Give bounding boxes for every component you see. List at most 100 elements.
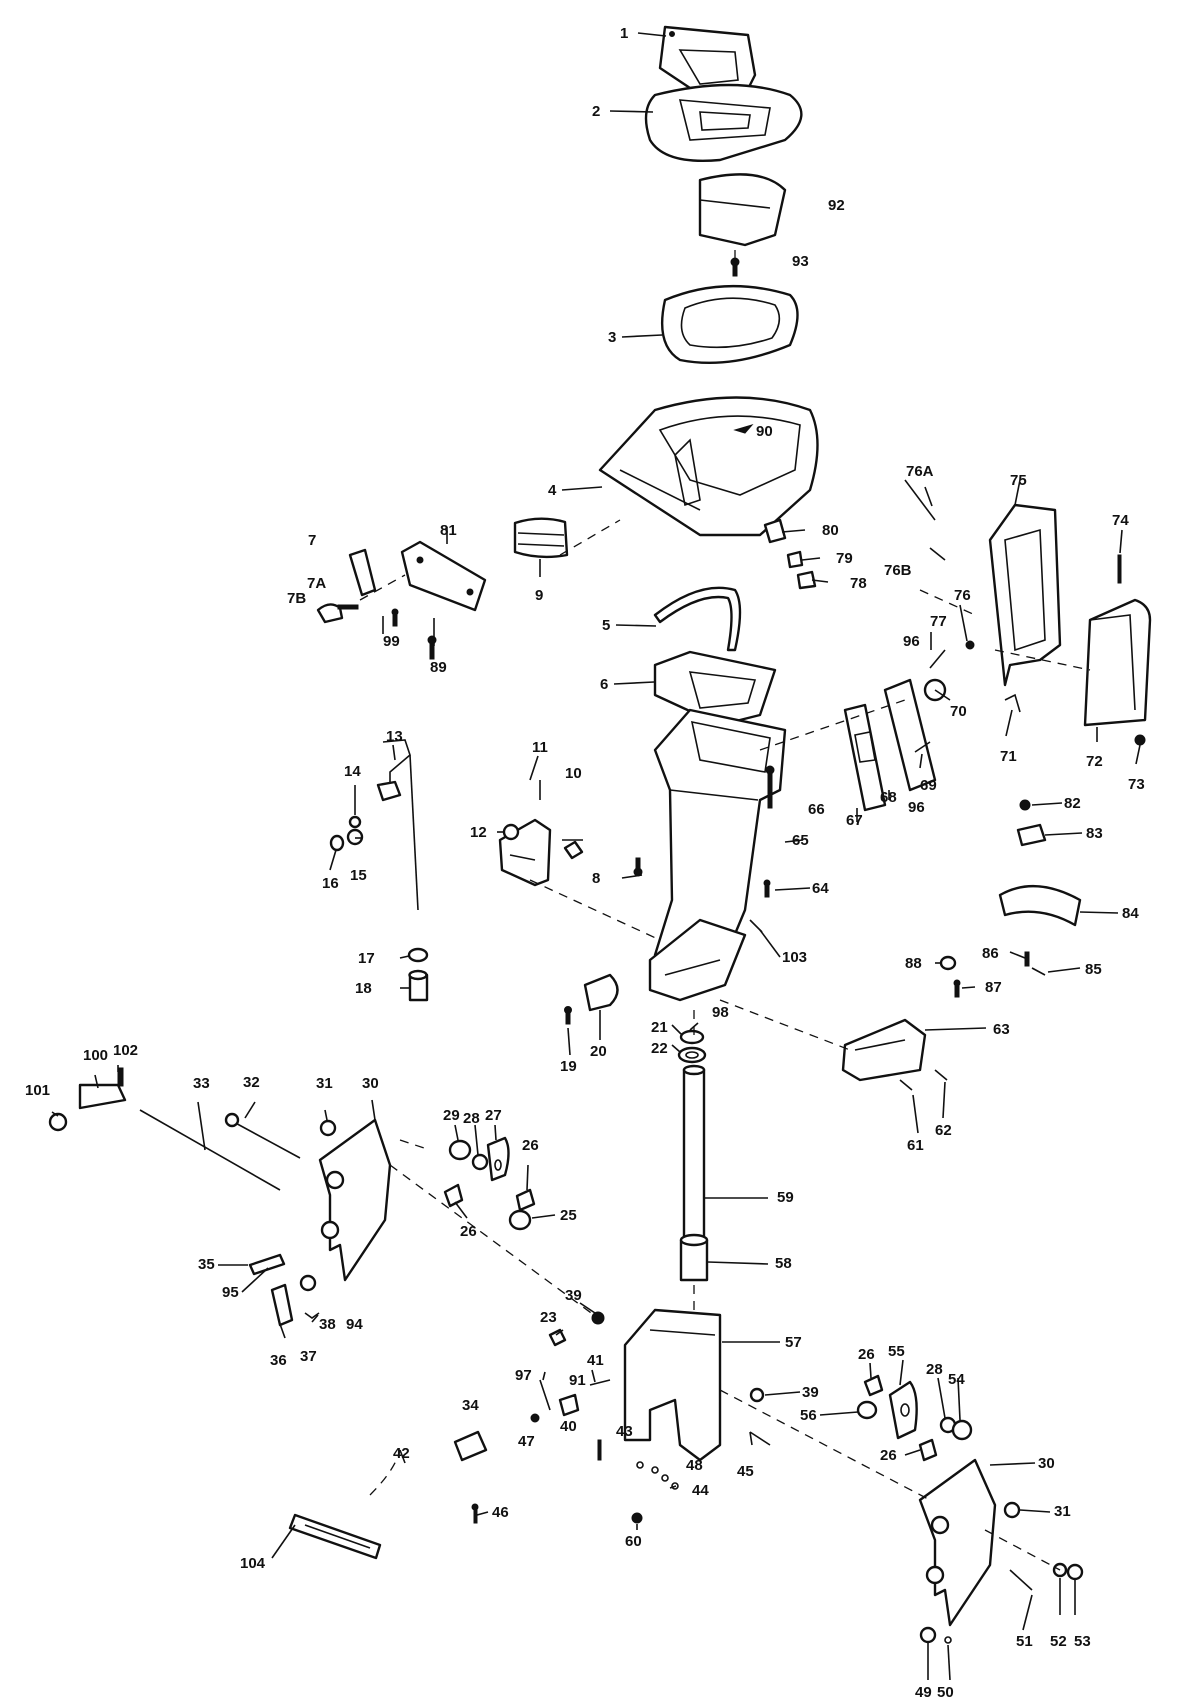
part-8-screw xyxy=(633,857,643,877)
label-90: 90 xyxy=(756,423,773,440)
part-26-bolts-right xyxy=(863,1374,938,1462)
label-54: 54 xyxy=(948,1371,965,1388)
part-82-nut xyxy=(1019,799,1031,811)
part-81-plate xyxy=(400,540,487,612)
label-17: 17 xyxy=(358,950,375,967)
part-43-screw xyxy=(597,1439,602,1461)
label-25: 25 xyxy=(560,1207,577,1224)
part-104-decal-plate xyxy=(288,1513,382,1560)
label-33: 33 xyxy=(193,1075,210,1092)
part-99-screw xyxy=(391,608,399,627)
label-43: 43 xyxy=(616,1423,633,1440)
part-39b-washer xyxy=(749,1387,765,1403)
label-72: 72 xyxy=(1086,753,1103,770)
part-76A-bolt xyxy=(904,479,936,521)
label-20: 20 xyxy=(590,1043,607,1060)
label-78: 78 xyxy=(850,575,867,592)
label-32: 32 xyxy=(243,1074,260,1091)
label-57: 57 xyxy=(785,1334,802,1351)
label-28b: 28 xyxy=(926,1361,943,1378)
label-71: 71 xyxy=(1000,748,1017,765)
label-81: 81 xyxy=(440,522,457,539)
part-28-54-bushings xyxy=(939,1416,973,1441)
part-31-nut xyxy=(319,1119,337,1137)
label-87: 87 xyxy=(985,979,1002,996)
part-33-tilt-rod xyxy=(139,1109,281,1191)
part-79-clip xyxy=(786,550,804,569)
label-85: 85 xyxy=(1085,961,1102,978)
label-36: 36 xyxy=(270,1352,287,1369)
part-92-cover xyxy=(698,173,787,247)
part-46-screw xyxy=(471,1503,479,1524)
part-7B-bolt xyxy=(316,603,359,624)
part-67-gasket xyxy=(843,703,887,812)
part-52-53-nuts xyxy=(1052,1562,1084,1581)
part-38-spring xyxy=(304,1312,320,1319)
part-78-nut xyxy=(796,570,817,590)
label-4: 4 xyxy=(548,482,557,499)
label-26a: 26 xyxy=(522,1137,539,1154)
part-90-arrow xyxy=(733,424,754,434)
label-100: 100 xyxy=(83,1047,108,1064)
part-80-grommet xyxy=(763,518,787,544)
label-101: 101 xyxy=(25,1082,50,1099)
label-15: 15 xyxy=(350,867,367,884)
part-2-plate xyxy=(644,83,803,162)
alignment-lines xyxy=(359,250,1091,1571)
part-3-seal-ring xyxy=(661,284,799,365)
label-83: 83 xyxy=(1086,825,1103,842)
part-73-nut xyxy=(1134,734,1146,746)
part-64-screw xyxy=(763,879,771,898)
part-19-screw xyxy=(564,1006,572,1025)
label-9: 9 xyxy=(535,587,543,604)
label-7A: 7A xyxy=(307,575,326,592)
label-96a: 96 xyxy=(903,633,920,650)
part-75-shroud-frame xyxy=(988,503,1062,687)
label-46: 46 xyxy=(492,1504,509,1521)
label-42: 42 xyxy=(393,1445,410,1462)
part-77-bolt xyxy=(929,649,946,669)
part-40-47-parts xyxy=(530,1413,540,1423)
part-7-bracket xyxy=(348,548,377,597)
part-35-pin xyxy=(248,1253,286,1276)
part-69-bolt xyxy=(914,741,931,753)
label-74: 74 xyxy=(1112,512,1129,529)
label-7B: 7B xyxy=(287,590,306,607)
part-26-stud xyxy=(443,1183,536,1212)
label-22: 22 xyxy=(651,1040,668,1057)
part-51-bolt xyxy=(1009,1569,1033,1591)
label-49: 49 xyxy=(915,1684,932,1699)
part-56-bushing xyxy=(856,1400,878,1420)
label-62: 62 xyxy=(935,1122,952,1139)
label-14: 14 xyxy=(344,763,361,780)
label-59: 59 xyxy=(777,1189,794,1206)
part-93-bolt xyxy=(730,257,740,277)
part-71-spring xyxy=(1004,693,1021,713)
part-31b-nut xyxy=(1003,1501,1021,1519)
label-16: 16 xyxy=(322,875,339,892)
part-49-50-fasteners xyxy=(919,1626,952,1644)
label-64: 64 xyxy=(812,880,829,897)
label-63: 63 xyxy=(993,1021,1010,1038)
label-52: 52 xyxy=(1050,1633,1067,1650)
label-30a: 30 xyxy=(362,1075,379,1092)
part-58-lower-base xyxy=(648,918,747,1002)
part-14-16-washers xyxy=(329,815,364,852)
label-76A: 76A xyxy=(906,463,934,480)
label-103: 103 xyxy=(782,949,807,966)
label-13: 13 xyxy=(386,728,403,745)
part-6-gasket xyxy=(653,650,777,727)
part-36-bracket xyxy=(270,1283,294,1327)
label-44: 44 xyxy=(692,1482,709,1499)
part-57-swivel-bracket xyxy=(623,1308,722,1462)
part-17-grommet xyxy=(407,947,429,963)
part-27-link-plate xyxy=(486,1136,510,1182)
part-60-nut xyxy=(631,1512,643,1524)
label-68: 68 xyxy=(880,789,897,806)
label-37: 37 xyxy=(300,1348,317,1365)
label-80: 80 xyxy=(822,522,839,539)
part-85-86-88-fasteners xyxy=(939,951,1046,976)
part-94-washer xyxy=(299,1274,317,1292)
label-91: 91 xyxy=(569,1372,586,1389)
